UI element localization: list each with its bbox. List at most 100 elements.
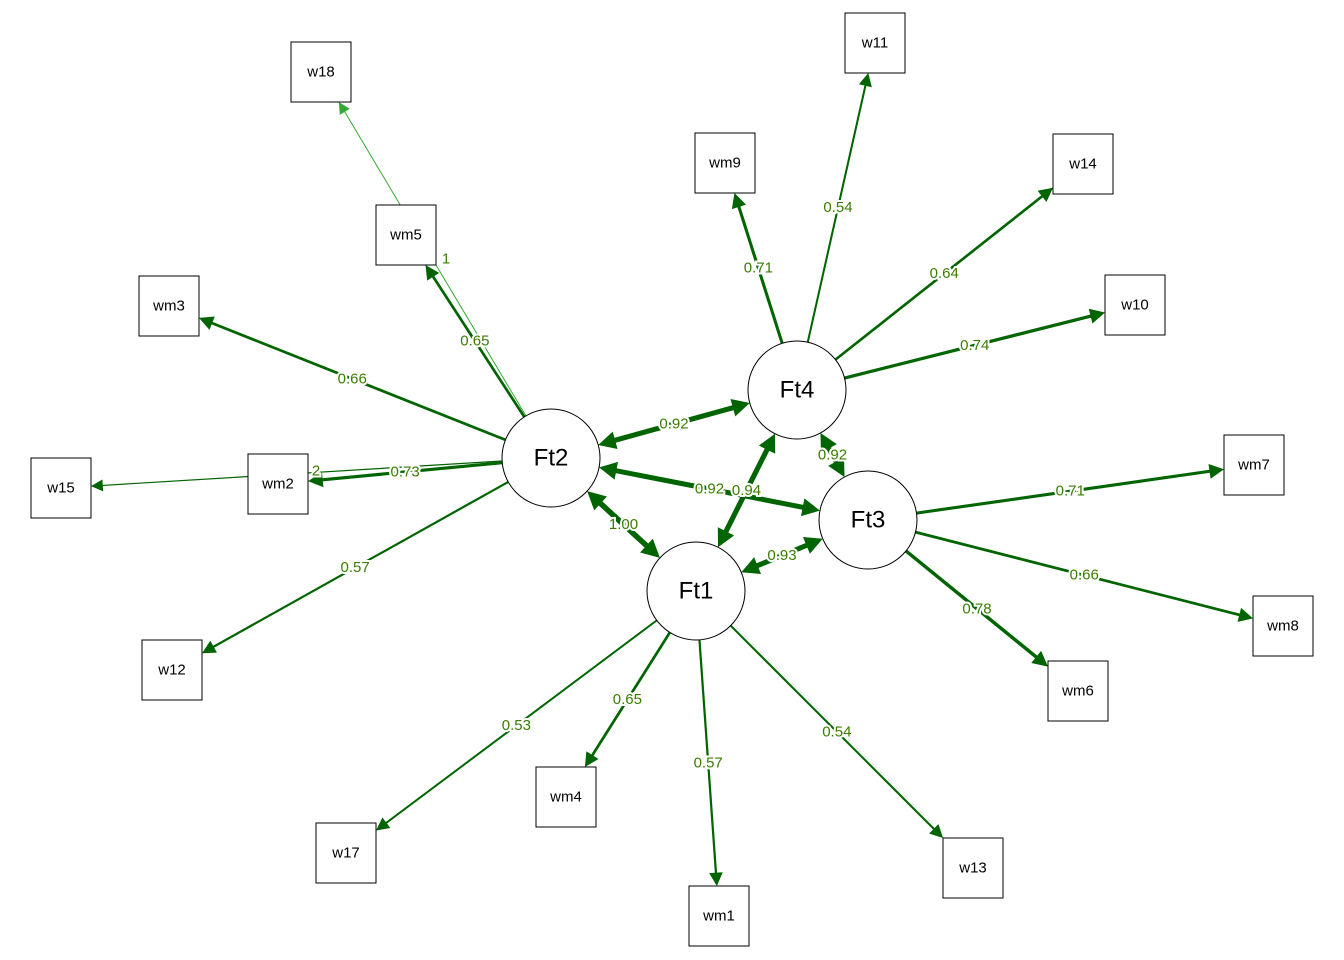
latent-circle bbox=[501, 408, 601, 508]
loading-label: 0.57 bbox=[341, 559, 370, 576]
loading-edge-Ft1-w17 bbox=[376, 619, 658, 831]
manifest-box bbox=[30, 457, 92, 519]
latent-circle bbox=[818, 470, 918, 570]
arrowhead-icon bbox=[1088, 308, 1105, 324]
loading-label: 0.57 bbox=[694, 754, 723, 771]
covariance-label: 1.00 bbox=[609, 516, 638, 533]
edge-line bbox=[806, 82, 867, 343]
edge-line bbox=[915, 530, 1243, 617]
manifest-label: w17 bbox=[331, 845, 360, 862]
latent-circle bbox=[747, 340, 847, 440]
manifest-box bbox=[290, 41, 352, 103]
loading-edge-Ft2-w12 bbox=[202, 480, 509, 654]
manifest-node-w11: w11 bbox=[844, 12, 906, 74]
manifest-node-wm1: wm1 bbox=[688, 885, 750, 947]
manifest-node-wm3: wm3 bbox=[138, 275, 200, 337]
manifest-node-w15: w15 bbox=[30, 457, 92, 519]
arrowhead-icon bbox=[802, 537, 823, 554]
covariance-label: 0.92 bbox=[818, 447, 847, 464]
covariance-edge-Ft2-Ft3 bbox=[599, 461, 820, 517]
edge-line bbox=[722, 445, 771, 536]
edge-line bbox=[916, 469, 1213, 515]
loading-label: 0.74 bbox=[960, 337, 989, 354]
manifest-node-w18: w18 bbox=[290, 41, 352, 103]
arrowhead-icon bbox=[717, 527, 735, 548]
arrowhead-icon bbox=[709, 872, 723, 886]
loading-label: 0.73 bbox=[391, 463, 420, 480]
loading-label: 0.66 bbox=[1070, 567, 1099, 584]
arrowhead-icon bbox=[584, 751, 599, 767]
arrowhead-icon bbox=[731, 193, 747, 210]
arrowhead-icon bbox=[1237, 607, 1253, 622]
manifest-node-w13: w13 bbox=[942, 837, 1004, 899]
manifest-box bbox=[247, 453, 309, 515]
manifest-box bbox=[942, 837, 1004, 899]
arrowhead-icon bbox=[587, 491, 607, 511]
arrowhead-icon bbox=[199, 316, 215, 330]
edge-line bbox=[210, 480, 509, 649]
manifest-node-wm6: wm6 bbox=[1047, 660, 1109, 722]
loading-label: 2 bbox=[312, 463, 320, 480]
loading-label: 0.65 bbox=[460, 332, 489, 349]
manifest-label: w11 bbox=[861, 35, 888, 52]
manifest-label: w14 bbox=[1068, 156, 1097, 173]
edge-labels-layer: 120.650.660.730.570.530.650.570.540.780.… bbox=[310, 197, 1101, 773]
covariance-edge-Ft4-Ft3 bbox=[820, 433, 845, 477]
edge-line bbox=[844, 313, 1094, 380]
arrowhead-icon bbox=[758, 433, 776, 454]
covariance-edge-Ft4-Ft1 bbox=[717, 433, 776, 548]
loading-edge-Ft3-wm7 bbox=[916, 463, 1224, 515]
arrowhead-icon bbox=[741, 557, 762, 574]
loading-label: 0.54 bbox=[822, 723, 851, 740]
manifest-label: w10 bbox=[1120, 297, 1149, 314]
covariance-edge-Ft1-Ft3 bbox=[741, 537, 823, 574]
loading-edge-Ft1-wm1 bbox=[698, 639, 723, 886]
manifest-label: w13 bbox=[958, 860, 987, 877]
manifest-box bbox=[1047, 660, 1109, 722]
arrowhead-icon bbox=[929, 824, 943, 838]
edge-line bbox=[753, 541, 811, 570]
manifest-label: w12 bbox=[157, 662, 186, 679]
loading-label: 0.71 bbox=[1056, 483, 1085, 500]
manifest-box bbox=[535, 766, 597, 828]
arrowhead-icon bbox=[730, 399, 750, 417]
manifest-node-w12: w12 bbox=[141, 639, 203, 701]
loading-edge-Ft4-w11 bbox=[806, 73, 872, 343]
edge-line bbox=[383, 619, 658, 826]
loading-label: 0.65 bbox=[613, 691, 642, 708]
manifest-label: wm4 bbox=[549, 789, 582, 806]
manifest-node-w10: w10 bbox=[1104, 274, 1166, 336]
edge-line bbox=[612, 467, 807, 511]
edge-line bbox=[589, 631, 671, 759]
manifest-node-wm2: wm2 bbox=[247, 453, 309, 515]
loading-edge-Ft4-w10 bbox=[844, 308, 1105, 380]
manifest-box bbox=[315, 822, 377, 884]
manifest-node-wm4: wm4 bbox=[535, 766, 597, 828]
arrowhead-icon bbox=[202, 640, 217, 654]
edge-line bbox=[430, 273, 526, 418]
latent-node-Ft1: Ft1 bbox=[646, 541, 746, 641]
manifest-box bbox=[1252, 595, 1314, 657]
loading-edge-Ft1-w13 bbox=[729, 624, 943, 838]
arrowhead-icon bbox=[1037, 187, 1053, 202]
loading-edge-Ft3-wm8 bbox=[915, 530, 1253, 622]
loading-label: 0.71 bbox=[744, 260, 773, 277]
manifest-node-wm5: wm5 bbox=[375, 204, 437, 266]
manifest-label: wm5 bbox=[389, 227, 422, 244]
manifest-label: wm3 bbox=[152, 298, 185, 315]
arrowhead-icon bbox=[376, 817, 391, 831]
arrowhead-icon bbox=[338, 102, 350, 115]
latent-node-Ft3: Ft3 bbox=[818, 470, 918, 570]
covariance-edge-Ft2-Ft1 bbox=[587, 491, 660, 558]
manifest-node-w17: w17 bbox=[315, 822, 377, 884]
manifest-label: wm7 bbox=[1237, 457, 1270, 474]
manifest-node-wm7: wm7 bbox=[1223, 434, 1285, 496]
manifest-node-wm9: wm9 bbox=[694, 132, 756, 194]
manifest-label: wm9 bbox=[708, 155, 741, 172]
arrowhead-icon bbox=[858, 73, 872, 88]
edge-line bbox=[596, 498, 651, 551]
covariance-label: 0.92 bbox=[659, 416, 688, 433]
arrowhead-icon bbox=[828, 457, 845, 477]
